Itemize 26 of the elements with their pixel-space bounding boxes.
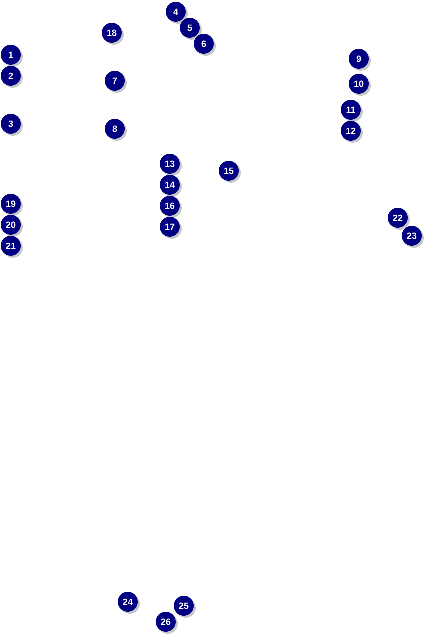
callout-number: 9 (349, 49, 371, 71)
callout-number: 19 (1, 194, 23, 216)
callout-number: 4 (166, 2, 188, 24)
callout-number: 22 (388, 208, 410, 230)
callout-number: 15 (219, 161, 241, 183)
callout-number: 21 (1, 236, 23, 258)
callout-number: 16 (160, 196, 182, 218)
callout-number: 3 (1, 114, 23, 136)
callout-number: 23 (402, 226, 424, 248)
callout-number: 14 (160, 175, 182, 197)
callout-number: 25 (174, 596, 196, 618)
callout-number: 20 (1, 215, 23, 237)
callout-number: 18 (102, 23, 124, 45)
callout-number: 11 (341, 100, 363, 122)
callout-number: 2 (1, 66, 23, 88)
callout-number: 17 (160, 217, 182, 239)
callout-number: 12 (341, 121, 363, 143)
callout-number: 1 (1, 45, 23, 67)
callout-number: 6 (194, 34, 216, 56)
callout-number: 5 (180, 18, 202, 40)
callout-number: 26 (156, 612, 178, 634)
callout-number: 7 (105, 71, 127, 93)
callout-number: 24 (118, 592, 140, 614)
callout-number: 8 (105, 119, 127, 141)
callout-number: 10 (349, 74, 371, 96)
callout-number: 13 (160, 154, 182, 176)
